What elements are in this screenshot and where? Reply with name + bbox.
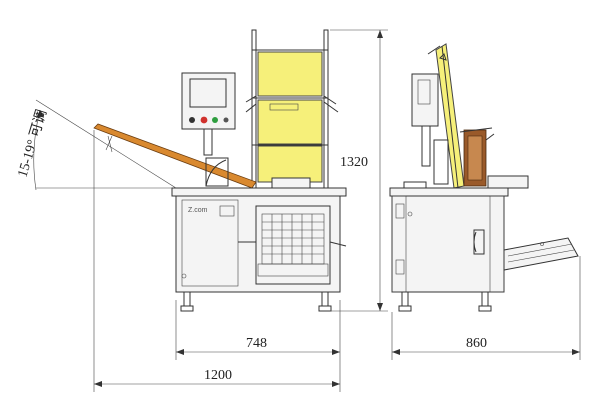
- button-black: [189, 117, 195, 123]
- feed-chute: [93, 123, 257, 189]
- side-view: [389, 43, 581, 360]
- angle-annotation: [33, 99, 177, 191]
- button-red: [200, 116, 208, 124]
- dimension-860-label: 860: [466, 336, 487, 351]
- table-top: [171, 187, 347, 197]
- button-green: [212, 117, 218, 123]
- svg-text:Z.com: Z.com: [188, 207, 208, 214]
- dimension-1320-label: 1320: [340, 155, 368, 170]
- dimension-1320: [330, 29, 388, 312]
- dimension-748: [175, 300, 341, 360]
- touch-screen: [189, 78, 227, 108]
- front-view: Z.com: [15, 29, 347, 392]
- front-legs: [180, 291, 332, 312]
- front-frame: Z.com: [175, 195, 347, 293]
- angle-label: 15-19° 可调: [15, 108, 51, 179]
- vertical-guard-tower: [245, 29, 339, 191]
- dimension-1200-label: 1200: [204, 368, 232, 383]
- control-panel: [181, 72, 236, 156]
- dimension-1200: [93, 130, 341, 392]
- dimension-748-label: 748: [246, 336, 267, 351]
- button-small: [223, 117, 229, 123]
